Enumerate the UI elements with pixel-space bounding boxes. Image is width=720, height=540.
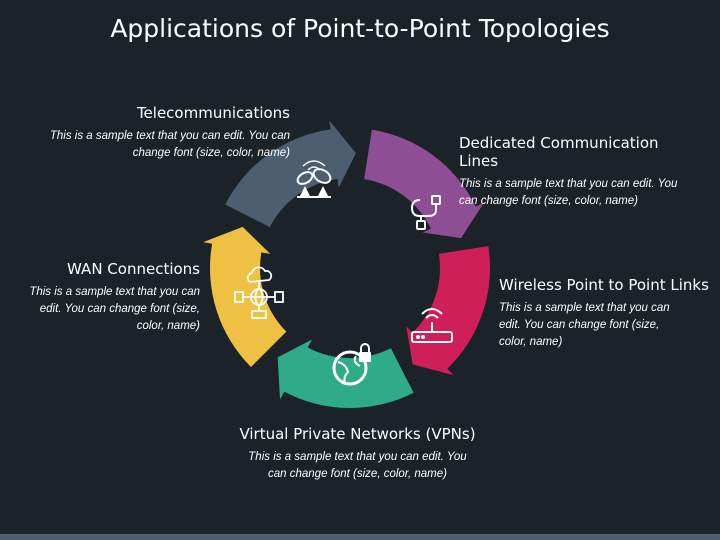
body-vpn: This is a sample text that you can edit.… (248, 451, 467, 480)
body-wireless: This is a sample text that you can edit.… (499, 302, 670, 348)
heading-vpn: Virtual Private Networks (VPNs) (239, 425, 476, 443)
cable-icon (410, 195, 441, 230)
text-block-wireless: Wireless Point to Point Links This is a … (499, 276, 709, 351)
bottom-bar (0, 534, 720, 540)
text-block-telecom: Telecommunications This is a sample text… (30, 104, 290, 162)
cloud-network-icon (234, 266, 284, 319)
heading-wireless: Wireless Point to Point Links (499, 276, 709, 294)
arrow-segment-dedicated (364, 129, 484, 239)
slide-title: Applications of Point-to-Point Topologie… (110, 14, 610, 43)
body-dedicated: This is a sample text that you can edit.… (459, 178, 678, 207)
globe-lock-icon (332, 343, 371, 386)
arrow-segment-wireless (406, 246, 490, 376)
satellite-icon (296, 160, 332, 198)
heading-dedicated: Dedicated Communication Lines (459, 134, 659, 170)
body-wan: This is a sample text that you can edit.… (29, 286, 200, 332)
text-block-dedicated: Dedicated Communication Lines This is a … (459, 134, 699, 210)
text-block-vpn: Virtual Private Networks (VPNs) This is … (200, 425, 515, 483)
router-icon (411, 308, 453, 343)
body-telecom: This is a sample text that you can edit.… (49, 130, 290, 159)
text-block-wan: WAN Connections This is a sample text th… (20, 260, 200, 335)
arrow-segment-telecom (225, 120, 356, 228)
heading-telecom: Telecommunications (136, 104, 290, 122)
heading-wan: WAN Connections (67, 260, 200, 278)
